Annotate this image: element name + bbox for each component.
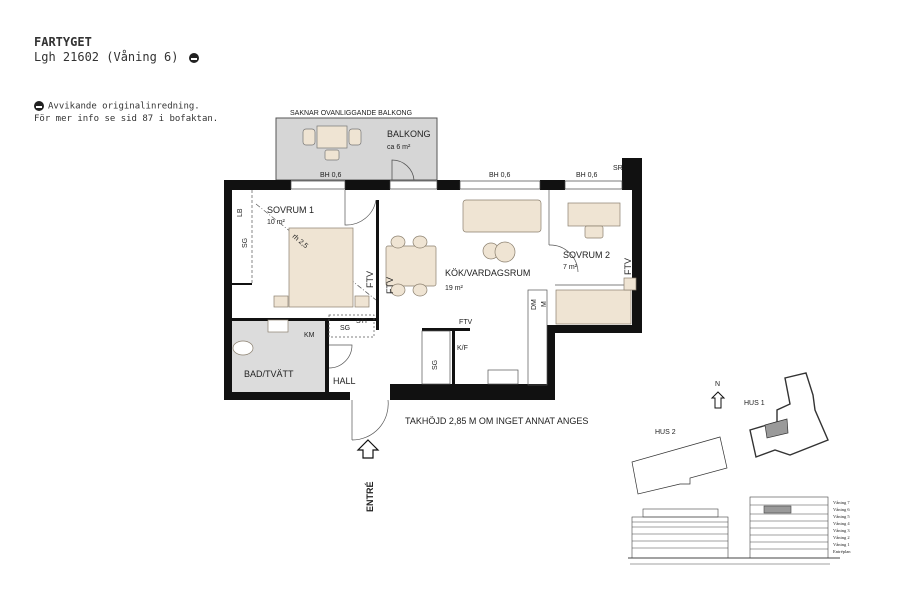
note-line-1: Avvikande originalinredning. xyxy=(48,101,200,112)
fixture-sg: SG xyxy=(242,238,249,248)
hus1-label: HUS 1 xyxy=(744,400,765,407)
site-plan xyxy=(631,372,829,495)
floor-label: Våning 3 xyxy=(833,528,850,533)
balcony-label: BALKONG xyxy=(387,129,431,139)
balcony-note: SAKNAR OVANLIGGANDE BALKONG xyxy=(290,110,412,117)
room-name-kok: KÖK/VARDAGSRUM xyxy=(445,268,530,278)
hus2-label: HUS 2 xyxy=(655,429,676,436)
balcony-door-swing xyxy=(391,159,415,181)
room-name-hall: HALL xyxy=(333,376,356,386)
sofa xyxy=(462,199,542,233)
half-filled-circle-icon xyxy=(34,101,44,111)
walls xyxy=(224,158,642,400)
window-label: BH 0,6 xyxy=(576,172,598,179)
fixture-ftv: FTV xyxy=(385,277,395,294)
apartment-subtitle: Lgh 21602 (Våning 6) xyxy=(34,50,199,64)
fixture-sti: STI xyxy=(356,318,367,325)
window-label: BH 0,6 xyxy=(320,172,342,179)
balcony-table xyxy=(302,125,362,161)
furniture xyxy=(232,199,637,356)
double-bed xyxy=(288,227,354,308)
fixture-kf: K/F xyxy=(457,345,468,352)
deviation-note: Avvikande originalinredning. xyxy=(34,101,200,112)
room-area-kok: 19 m² xyxy=(445,285,464,292)
fixture-lb: LB xyxy=(237,208,244,217)
fixture-ftv: FTV xyxy=(365,271,375,288)
toilet xyxy=(232,340,254,356)
entry-arrow-icon xyxy=(356,439,380,459)
balcony-area xyxy=(275,117,438,181)
apartment-label: Lgh 21602 (Våning 6) xyxy=(34,50,179,64)
entry-label: ENTRÉ xyxy=(365,481,375,512)
windows xyxy=(290,180,623,190)
note-line-2: För mer info se sid 87 i bofaktan. xyxy=(34,114,219,124)
fixture-km: KM xyxy=(304,332,315,339)
room-name-sovrum2: SOVRUM 2 xyxy=(563,250,610,260)
fixture-m: M xyxy=(541,301,548,307)
fixture-sg: SG xyxy=(340,325,350,332)
ceiling-note: TAKHÖJD 2,85 M OM INGET ANNAT ANGES xyxy=(405,416,588,426)
fixture-ftv: FTV xyxy=(623,258,633,275)
room-area-sovrum1: 10 m² xyxy=(267,219,286,226)
north-label: N xyxy=(715,381,720,388)
floor-label: Våning 2 xyxy=(833,535,850,540)
fixture-ftv: FTV xyxy=(459,319,473,326)
sr-label: SR xyxy=(613,165,623,172)
floor-label: Våning 1 xyxy=(833,542,850,547)
project-title: FARTYGET xyxy=(34,35,92,49)
desk xyxy=(567,202,621,227)
interior-lines xyxy=(251,190,632,441)
window-label: BH 0,6 xyxy=(489,172,511,179)
north-arrow-icon xyxy=(710,391,726,409)
fixture-dm: DM xyxy=(531,299,538,310)
section-elevation xyxy=(628,496,840,565)
fixture-sg: SG xyxy=(432,360,439,370)
floor-label: Entréplan xyxy=(833,549,851,554)
balcony-area: ca 6 m² xyxy=(387,144,411,151)
sink xyxy=(267,319,289,333)
room-area-sovrum2: 7 m² xyxy=(563,264,578,271)
room-name-bad: BAD/TVÄTT xyxy=(244,369,294,379)
single-bed xyxy=(555,289,632,325)
dining-table xyxy=(385,245,437,287)
floor-label: Våning 7 xyxy=(833,500,850,505)
floor-label: Våning 4 xyxy=(833,521,850,526)
floor-label: Våning 5 xyxy=(833,514,850,519)
half-filled-circle-icon xyxy=(188,52,199,63)
room-name-sovrum1: SOVRUM 1 xyxy=(267,205,314,215)
floor-label: Våning 6 xyxy=(833,507,850,512)
